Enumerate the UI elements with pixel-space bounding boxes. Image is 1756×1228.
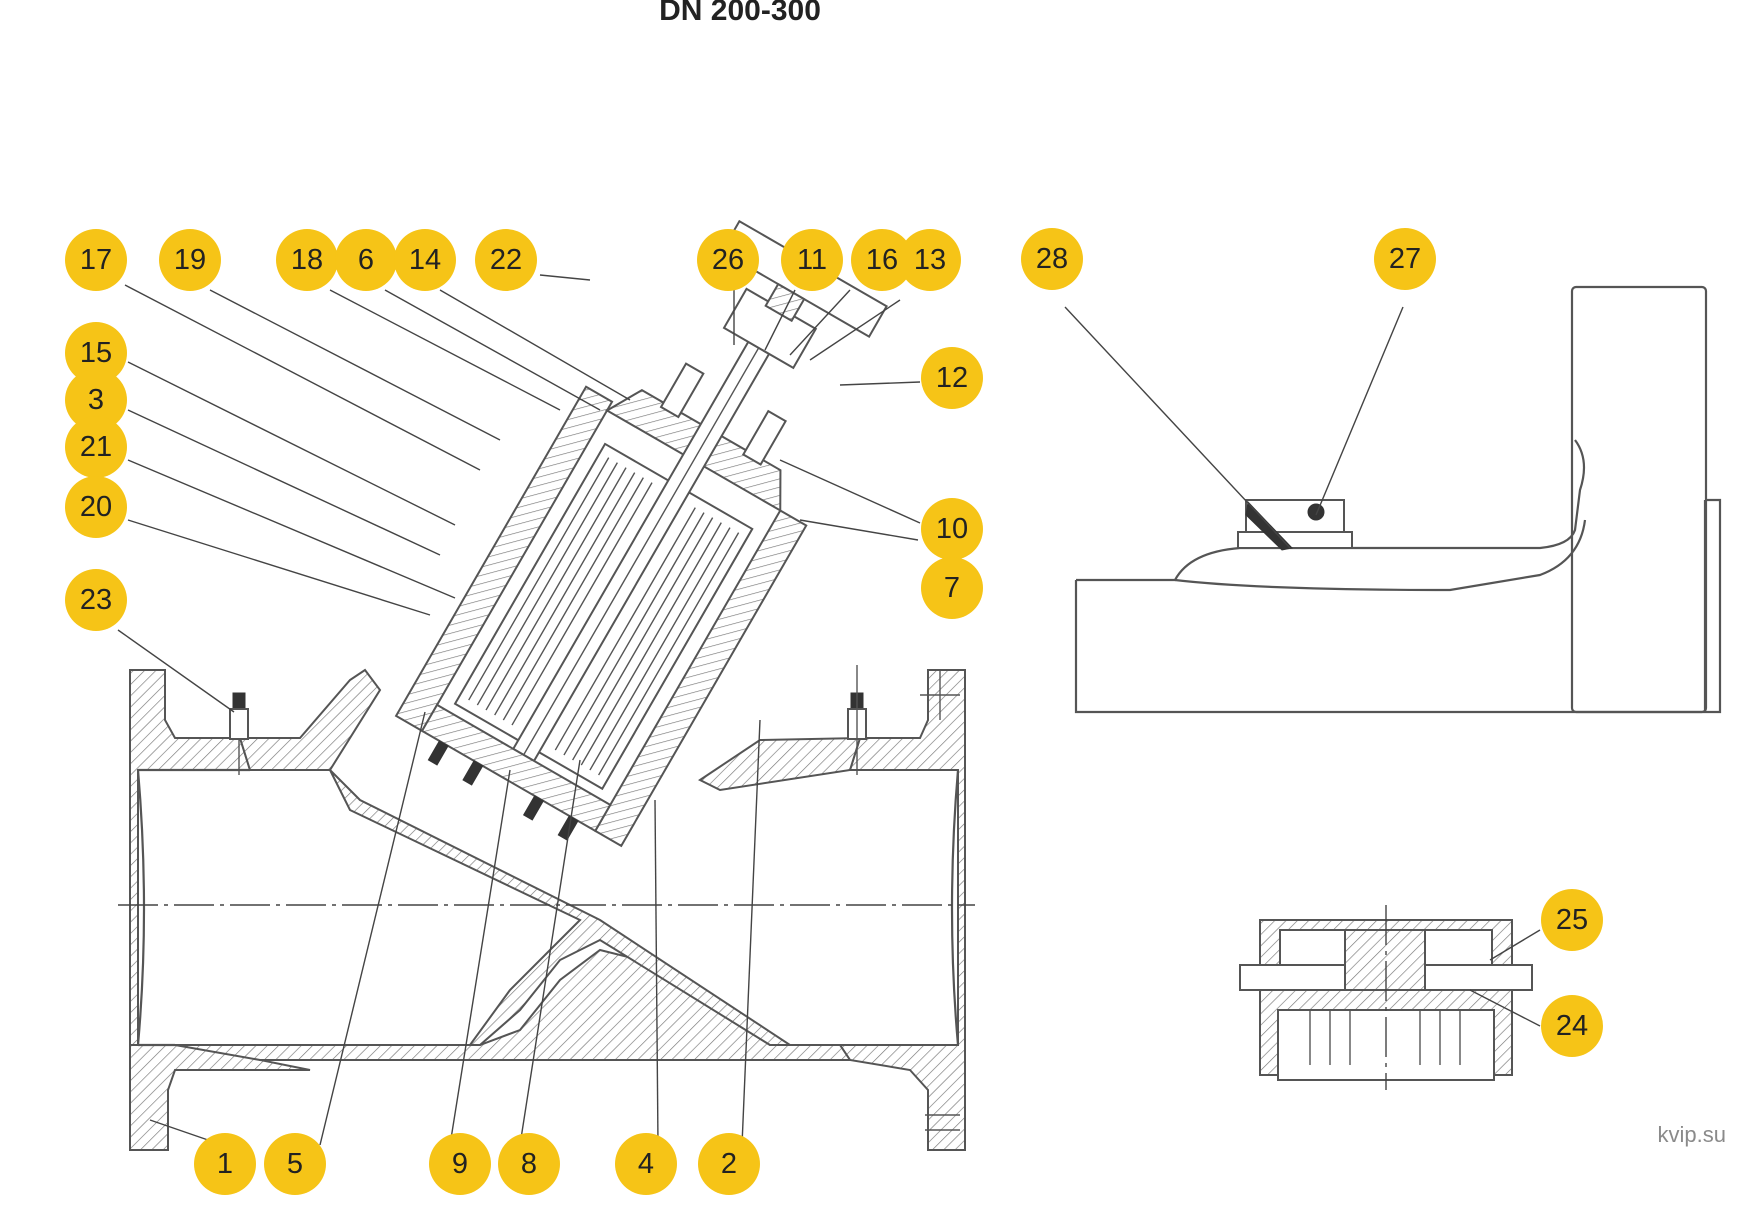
svg-text:8: 8 <box>521 1148 537 1180</box>
callout-2: 2 <box>698 1133 760 1195</box>
callout-9: 9 <box>429 1133 491 1195</box>
callout-4: 4 <box>615 1133 677 1195</box>
callout-7: 7 <box>921 557 983 619</box>
svg-text:15: 15 <box>80 337 112 369</box>
callout-20: 20 <box>65 476 127 538</box>
callout-1: 1 <box>194 1133 256 1195</box>
callout-23: 23 <box>65 569 127 631</box>
callout-27: 27 <box>1374 228 1436 290</box>
svg-text:4: 4 <box>638 1148 654 1180</box>
left-vent-plug <box>229 692 249 775</box>
svg-text:27: 27 <box>1389 243 1421 275</box>
callout-3: 3 <box>65 369 127 431</box>
callout-5: 5 <box>264 1133 326 1195</box>
callout-24: 24 <box>1541 995 1603 1057</box>
svg-text:16: 16 <box>866 244 898 276</box>
callout-18: 18 <box>276 229 338 291</box>
drain-plug-detail <box>1074 285 1722 714</box>
svg-text:14: 14 <box>409 244 441 276</box>
callout-22: 22 <box>475 229 537 291</box>
right-vent-plug <box>847 665 867 775</box>
page-title: DN 200-300 <box>659 0 821 27</box>
callout-14: 14 <box>394 229 456 291</box>
valve-body <box>118 668 975 1151</box>
svg-text:24: 24 <box>1556 1010 1588 1042</box>
leader-lines <box>117 274 1541 1146</box>
callout-6: 6 <box>335 229 397 291</box>
callout-21: 21 <box>65 416 127 478</box>
svg-text:17: 17 <box>80 244 112 276</box>
watermark: kvip.su <box>1657 1122 1726 1147</box>
svg-text:12: 12 <box>936 362 968 394</box>
callout-28: 28 <box>1021 228 1083 290</box>
callout-25: 25 <box>1541 889 1603 951</box>
svg-text:19: 19 <box>174 244 206 276</box>
svg-text:26: 26 <box>712 244 744 276</box>
callout-11: 11 <box>781 229 843 291</box>
svg-text:2: 2 <box>721 1148 737 1180</box>
callout-17: 17 <box>65 229 127 291</box>
callout-16: 16 <box>851 229 913 291</box>
svg-text:7: 7 <box>944 572 960 604</box>
svg-text:20: 20 <box>80 491 112 523</box>
callout-13: 13 <box>899 229 961 291</box>
callout-8: 8 <box>498 1133 560 1195</box>
diagonal-partition <box>329 769 794 1046</box>
callout-12: 12 <box>921 347 983 409</box>
svg-text:22: 22 <box>490 244 522 276</box>
nozzle-assembly-detail <box>1239 905 1533 1090</box>
callout-26: 26 <box>697 229 759 291</box>
svg-text:21: 21 <box>80 431 112 463</box>
callout-15: 15 <box>65 322 127 384</box>
callout-10: 10 <box>921 498 983 560</box>
callout-badges: 17 19 18 6 14 22 26 11 16 13 15 3 21 20 … <box>65 228 1603 1195</box>
svg-text:25: 25 <box>1556 904 1588 936</box>
pipe-top-wall-right <box>698 736 862 792</box>
svg-text:9: 9 <box>452 1148 468 1180</box>
svg-text:18: 18 <box>291 244 323 276</box>
svg-text:23: 23 <box>80 584 112 616</box>
svg-text:10: 10 <box>936 513 968 545</box>
pipe-top-wall <box>238 668 382 771</box>
svg-text:3: 3 <box>88 384 104 416</box>
svg-text:1: 1 <box>217 1148 233 1180</box>
svg-text:5: 5 <box>287 1148 303 1180</box>
svg-text:11: 11 <box>797 244 827 276</box>
svg-text:28: 28 <box>1036 243 1068 275</box>
callout-19: 19 <box>159 229 221 291</box>
svg-text:13: 13 <box>914 244 946 276</box>
svg-text:6: 6 <box>358 244 374 276</box>
